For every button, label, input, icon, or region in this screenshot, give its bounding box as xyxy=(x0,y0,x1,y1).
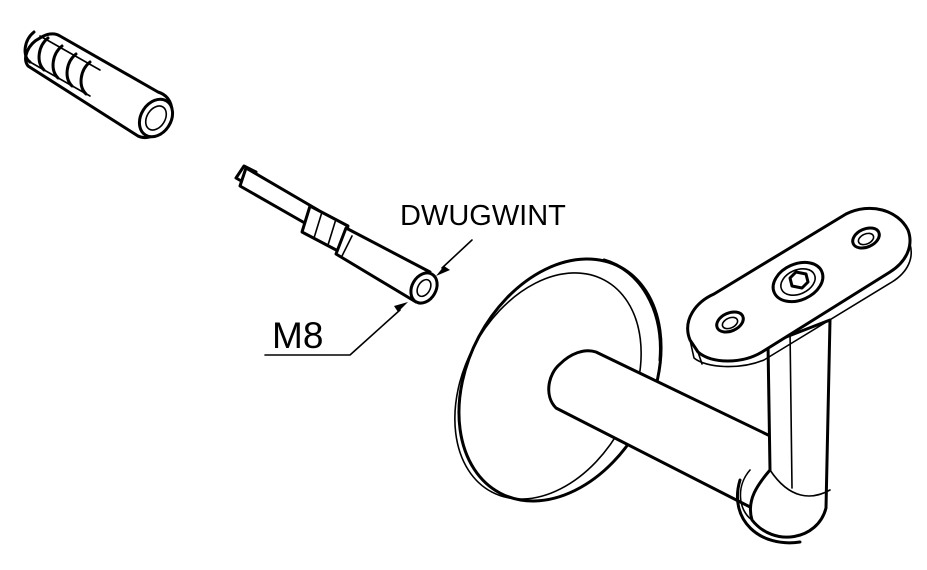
handrail-bracket xyxy=(454,206,912,545)
thread-size-label: M8 xyxy=(272,315,323,356)
thread-callout-label: DWUGWINT xyxy=(400,200,566,232)
bracket-post xyxy=(736,318,832,545)
m8-callout-leader xyxy=(264,302,408,356)
thread-callout-leader xyxy=(436,239,473,276)
center-screw-boss xyxy=(771,260,825,304)
wall-plug xyxy=(23,30,175,139)
saddle-plate xyxy=(686,206,912,368)
threaded-stud xyxy=(234,164,439,305)
hex-socket-icon xyxy=(788,270,810,290)
